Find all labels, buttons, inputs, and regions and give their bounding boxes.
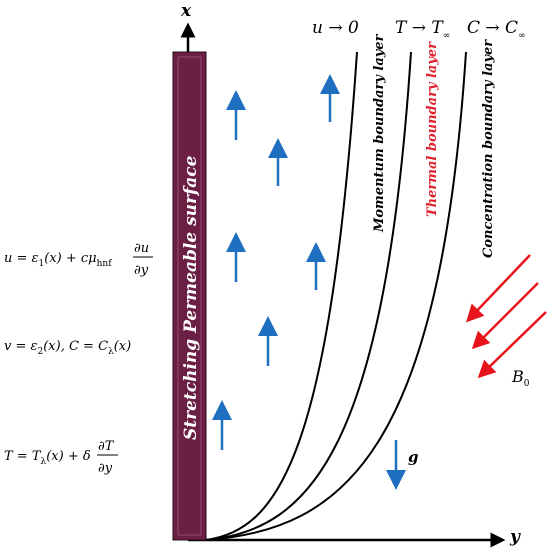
plate-label: Stretching Permeable surface (181, 155, 201, 440)
bc1-expression: u = ε1(x) + cμhnf (4, 251, 112, 269)
stretching-plate: Stretching Permeable surface (172, 51, 207, 541)
far-field-concentration: C → C∞ (467, 18, 526, 41)
bc1-fraction-num: ∂u (134, 241, 149, 256)
gravity-label: g (408, 448, 419, 466)
y-axis-label: y (509, 527, 521, 547)
magnetic-field (465, 254, 547, 379)
far-field-velocity: u → 0 (312, 18, 359, 38)
bc3-fraction-den: ∂y (98, 461, 113, 476)
boundary-layer-curves (205, 51, 467, 541)
y-axis: y (188, 527, 521, 548)
magnetic-arrow (465, 254, 531, 323)
far-field-temperature: T → T∞ (395, 18, 450, 41)
bc3-fraction-num: ∂T (98, 439, 115, 454)
bc1-fraction-den: ∂y (134, 263, 149, 278)
bc2-expression: v = ε2(x), C = Cλ(x) (4, 339, 131, 357)
x-axis-label: x (180, 1, 192, 21)
momentum-layer-curve (205, 51, 358, 541)
boundary-condition-3: T = Tλ(x) + δ ∂T ∂y (4, 439, 118, 476)
momentum-layer-label: Momentum boundary layer (372, 33, 387, 233)
far-field-conditions: u → 0 T → T∞ C → C∞ (312, 18, 526, 41)
concentration-layer-label: Concentration boundary layer (481, 39, 496, 258)
concentration-layer-curve (205, 51, 467, 541)
bc3-expression: T = Tλ(x) + δ (4, 449, 91, 467)
gravity: g (386, 440, 419, 490)
magnetic-arrow (471, 282, 539, 350)
boundary-condition-2: v = ε2(x), C = Cλ(x) (4, 339, 131, 357)
thermal-layer-label: Thermal boundary layer (425, 41, 440, 217)
thermal-layer-curve (205, 51, 412, 541)
magnetic-arrow (477, 311, 547, 379)
magnetic-field-label: B0 (511, 367, 530, 389)
boundary-layer-labels: Momentum boundary layer Thermal boundary… (372, 33, 496, 258)
boundary-condition-1: u = ε1(x) + cμhnf ∂u ∂y (4, 241, 153, 278)
plate-inner-border (177, 56, 202, 536)
flow-arrows (212, 74, 340, 450)
